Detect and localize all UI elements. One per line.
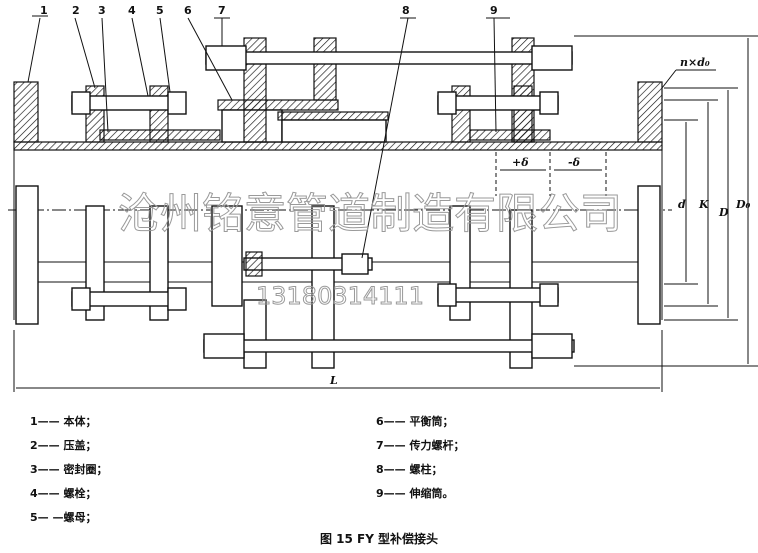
dim-plus-delta: +δ: [512, 156, 529, 169]
legend-right: 6—— 平衡筒； 7—— 传力螺杆； 8—— 螺柱； 9—— 伸缩筒。: [376, 410, 464, 506]
callout-2: 2: [72, 4, 80, 17]
dim-n-do: n×d₀: [680, 56, 710, 69]
callout-8: 8: [402, 4, 410, 17]
diameter-dimensions: [574, 35, 758, 367]
callout-3: 3: [98, 4, 106, 17]
legend-item-4: 4—— 螺栓；: [30, 487, 97, 500]
technical-drawing: 1 2 3 4 5 6 7 8 9 n×d₀ +δ -δ d K D D₀ L: [8, 4, 758, 392]
watermark-company: 沧州铭意管道制造有限公司: [118, 189, 622, 238]
watermark-phone: 13180314111: [256, 282, 424, 310]
legend-item-7: 7—— 传力螺杆；: [376, 439, 465, 452]
legend-item-6: 6—— 平衡筒；: [376, 415, 454, 428]
legend-item-3: 3—— 密封圈；: [30, 463, 108, 476]
dim-Do: D₀: [735, 198, 751, 211]
legend-left: 1—— 本体； 2—— 压盖； 3—— 密封圈； 4—— 螺栓； 5— —螺母；: [30, 410, 107, 530]
callout-6: 6: [184, 4, 192, 17]
expansion-travel: [495, 152, 607, 196]
callout-9: 9: [490, 4, 498, 17]
legend-item-2: 2—— 压盖；: [30, 439, 97, 452]
legend-item-5: 5— —螺母；: [30, 511, 97, 524]
legend-item-1: 1—— 本体；: [30, 415, 97, 428]
legend-item-9: 9—— 伸缩筒。: [376, 487, 454, 500]
dim-K: K: [698, 198, 709, 211]
callout-5: 5: [156, 4, 164, 17]
legend-item-8: 8—— 螺柱；: [376, 463, 443, 476]
callout-7: 7: [218, 4, 226, 17]
callout-4: 4: [128, 4, 136, 17]
callout-1: 1: [40, 4, 48, 17]
callout-leaders: [27, 15, 510, 259]
left-end-flange: [13, 81, 39, 325]
dim-D: D: [718, 206, 729, 219]
length-dimension: [13, 330, 663, 392]
right-gland-assembly: [437, 85, 559, 321]
bottom-tie-rod: [203, 205, 575, 369]
dim-minus-delta: -δ: [568, 156, 580, 169]
callout-numbers: 1 2 3 4 5 6 7 8 9: [40, 4, 498, 17]
figure-caption: 图 15 FY 型补偿接头: [319, 532, 439, 546]
right-end-flange: [637, 81, 663, 325]
stud-assembly: [243, 251, 373, 277]
left-gland-assembly: [71, 85, 221, 321]
dim-L: L: [329, 374, 338, 387]
dim-d: d: [678, 198, 686, 211]
